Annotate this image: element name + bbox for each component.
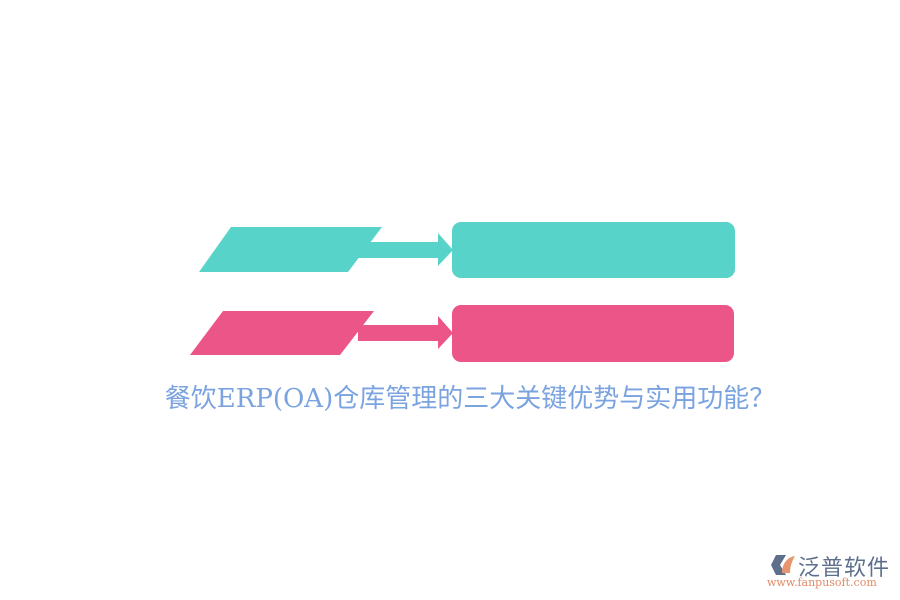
fanpu-logo-icon xyxy=(771,555,795,575)
teal-parallelogram xyxy=(199,227,382,272)
pink-box xyxy=(452,305,734,362)
teal-box xyxy=(452,222,735,278)
brand-logo: 泛普软件 www.fanpusoft.com xyxy=(765,550,900,590)
teal-arrow-icon xyxy=(358,233,453,266)
brand-name: 泛普软件 xyxy=(798,556,891,581)
page-title: 餐饮ERP(OA)仓库管理的三大关键优势与实用功能？ xyxy=(164,384,776,414)
pink-arrow-icon xyxy=(358,316,453,349)
brand-url: www.fanpusoft.com xyxy=(767,576,877,589)
pink-parallelogram xyxy=(190,311,374,355)
